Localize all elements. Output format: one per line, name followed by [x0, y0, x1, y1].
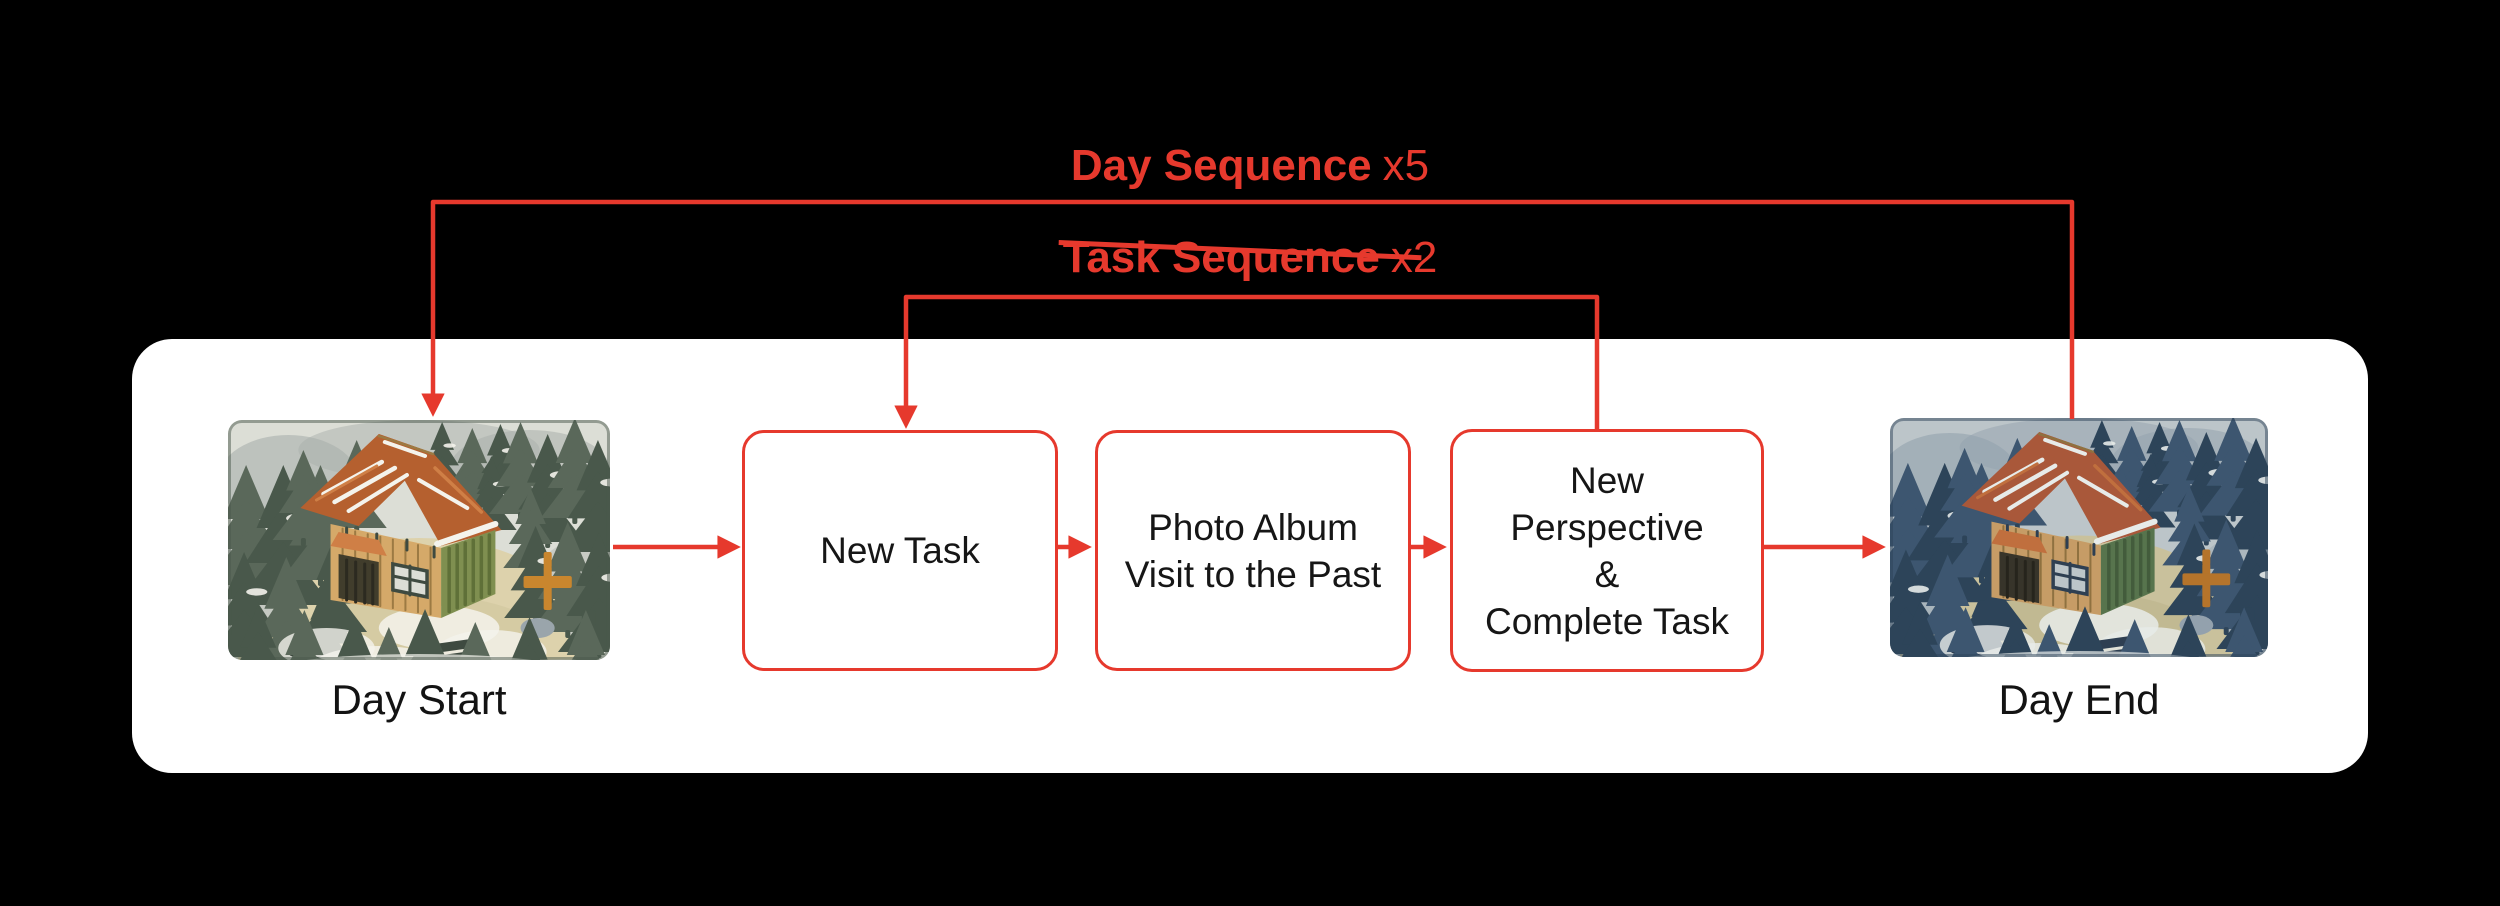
photo-album-label-line2: Visit to the Past	[1124, 553, 1382, 595]
day-start-image	[228, 420, 610, 660]
new-perspective-label-line4: Complete Task	[1484, 600, 1730, 642]
day-start-caption: Day Start	[331, 676, 507, 723]
new-perspective-label-line1: New	[1569, 459, 1645, 501]
new-task-label: New Task	[820, 530, 980, 571]
day-sequence-label-text: Day Sequence	[1070, 141, 1372, 190]
new-perspective-label-line3: &	[1594, 553, 1620, 595]
task-sequence-label-text: Task Sequence	[1058, 232, 1422, 285]
cabin-forest-illustration	[228, 420, 610, 660]
photo-album-box: Photo Album Visit to the Past	[1095, 430, 1411, 671]
cabin-forest-illustration	[1890, 418, 2268, 657]
task-sequence-label-inner: Task Sequence	[1062, 233, 1380, 282]
new-perspective-box: New Perspective & Complete Task	[1450, 429, 1764, 672]
photo-album-label-line1: Photo Album	[1148, 506, 1358, 548]
new-task-box: New Task	[742, 430, 1058, 671]
day-sequence-count: x5	[1382, 141, 1430, 190]
day-end-caption: Day End	[1998, 676, 2160, 723]
new-perspective-label-line2: Perspective	[1510, 506, 1704, 548]
day-end-image	[1890, 418, 2268, 657]
